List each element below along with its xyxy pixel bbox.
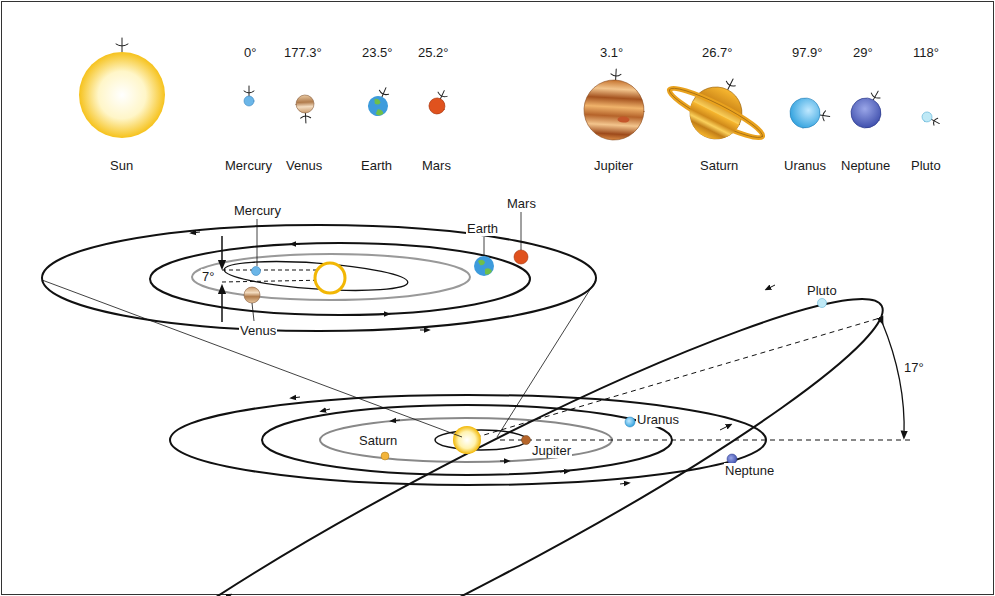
planet-name: Venus: [285, 158, 323, 173]
tilt-value: 97.9°: [791, 45, 824, 60]
planet-name: Sun: [109, 158, 134, 173]
tilt-value: 0°: [243, 45, 257, 60]
angle-label: 7°: [201, 269, 215, 284]
planet-name: Pluto: [910, 158, 942, 173]
orbit-label: Neptune: [724, 463, 775, 478]
tilt-value: 23.5°: [361, 45, 394, 60]
tilt-value: 3.1°: [599, 45, 624, 60]
tilt-value: 118°: [912, 45, 940, 60]
orbit-label: Venus: [239, 323, 277, 338]
planet-row: [79, 38, 942, 160]
planet-name: Mercury: [224, 158, 273, 173]
orbit-label: Earth: [466, 221, 499, 236]
tilt-value: 25.2°: [417, 45, 450, 60]
orbit-label: Mars: [506, 196, 537, 211]
planet-name: Earth: [360, 158, 393, 173]
tilt-value: 26.7°: [701, 45, 734, 60]
outer-orbits: [29, 251, 910, 596]
orbit-label: Jupiter: [531, 443, 572, 458]
planet-name: Saturn: [699, 158, 739, 173]
planet-name: Uranus: [783, 158, 827, 173]
inner-orbits: [42, 212, 596, 331]
angle-label: 17°: [903, 360, 925, 375]
planet-name: Mars: [421, 158, 452, 173]
orbit-label: Pluto: [806, 283, 838, 298]
orbit-label: Uranus: [636, 412, 680, 427]
tilt-value: 177.3°: [283, 45, 323, 60]
planet-name: Neptune: [840, 158, 891, 173]
planet-name: Jupiter: [593, 158, 634, 173]
orbit-label: Saturn: [358, 433, 398, 448]
orbit-label: Mercury: [233, 203, 282, 218]
tilt-value: 29°: [852, 45, 874, 60]
